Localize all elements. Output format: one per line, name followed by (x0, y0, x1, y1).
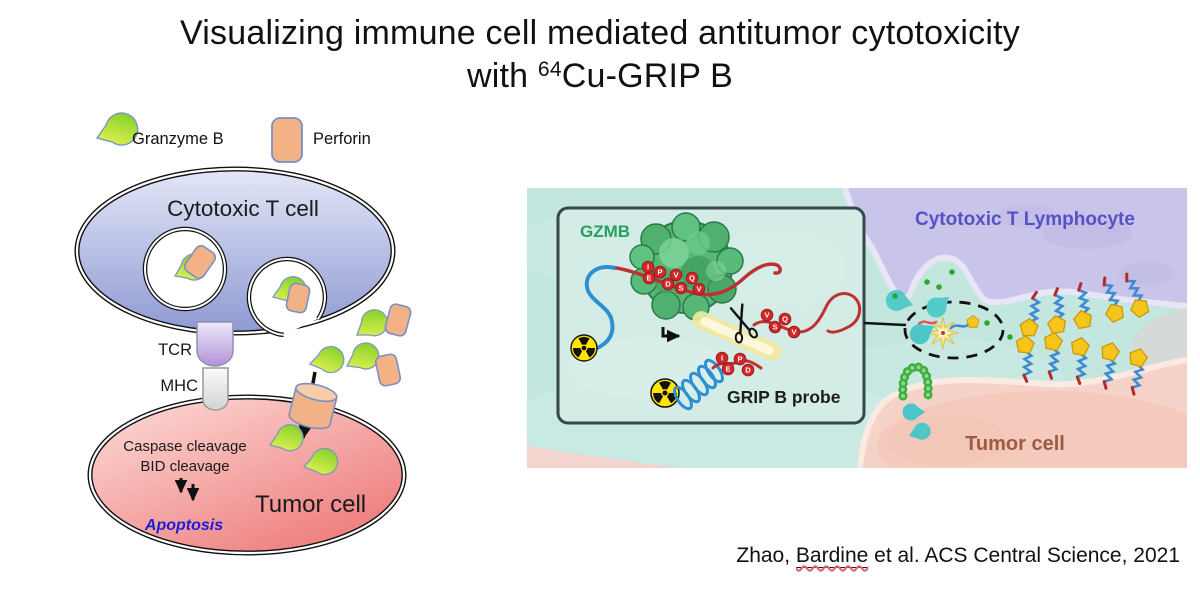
svg-text:S: S (678, 284, 683, 293)
cleavage-glow (692, 311, 782, 361)
svg-text:E: E (725, 365, 730, 374)
ctl-label: Cytotoxic T Lymphocyte (915, 209, 1135, 230)
apoptosis-label: Apoptosis (144, 517, 223, 534)
ctl-membrane (842, 188, 1187, 309)
svg-text:P: P (737, 355, 742, 364)
legend: Granzyme B Perforin (90, 107, 371, 163)
svg-text:D: D (745, 366, 751, 375)
left-mechanism-panel: Granzyme B Perforin Cytotoxic T cell Cas… (74, 107, 412, 556)
tcr-molecule (196, 321, 234, 367)
reaction-arrow-icon (661, 327, 681, 343)
vsqv-residues: V S Q V (760, 308, 801, 339)
probe-coil (673, 358, 724, 411)
svg-text:I: I (647, 263, 649, 272)
perforin-icon (271, 117, 303, 163)
granzyme-dots (892, 269, 1013, 340)
stroma-shadow (1132, 308, 1187, 370)
granule-vesicle-closed (142, 226, 228, 312)
granule-vesicle-open (246, 256, 328, 338)
perforin-granule (374, 353, 402, 387)
tumor-cell-label: Tumor cell (255, 491, 366, 518)
svg-text:D: D (665, 280, 671, 289)
iepd-residues: I E P D (715, 351, 755, 377)
isotope-superscript: 64 (537, 58, 562, 82)
svg-text:V: V (764, 311, 769, 320)
svg-text:V: V (696, 285, 701, 294)
granzyme-b-granule (306, 343, 347, 378)
bid-cleavage-label: BID cleavage (140, 458, 229, 475)
gzmb-label: GZMB (580, 222, 630, 241)
svg-text:V: V (791, 328, 796, 337)
svg-text:E: E (646, 274, 651, 283)
svg-text:I: I (721, 354, 723, 363)
tumor-corner-wedge (527, 446, 682, 468)
perforin-pore-green (898, 362, 933, 401)
gzmb-enzyme (629, 212, 744, 321)
secreted-granzyme (883, 269, 1013, 340)
scissors-icon (729, 303, 758, 344)
radioactive-icon (570, 334, 598, 362)
perforin-granule (285, 282, 311, 314)
svg-text:S: S (772, 323, 777, 332)
ctl-cell: Cytotoxic T Lymphocyte (842, 188, 1187, 309)
tumor-cell: Caspase cleavage BID cleavage Apoptosis … (87, 394, 407, 556)
cleaved-red-fragment (917, 320, 938, 326)
zoom-region-ellipse (903, 300, 1005, 360)
figure-title: Visualizing immune cell mediated antitum… (0, 12, 1200, 98)
t-cell-label: Cytotoxic T cell (167, 196, 319, 221)
mhc-label: MHC (160, 377, 198, 395)
legend-granzyme-label: Granzyme B (132, 130, 224, 148)
probe-mechanism-inset: GZMB I E P D V (556, 206, 866, 425)
perforin-pore (288, 371, 338, 440)
tcr-mhc-junction: TCR MHC (158, 321, 234, 411)
citation: Zhao, Bardine et al. ACS Central Science… (736, 544, 1180, 568)
perforin-granule (384, 303, 412, 337)
svg-text:Q: Q (689, 274, 695, 283)
svg-text:Q: Q (782, 315, 788, 324)
mhc-molecule (202, 367, 229, 411)
tcr-label: TCR (158, 341, 192, 359)
cytotoxic-t-cell: Cytotoxic T cell (74, 166, 396, 338)
released-granules (264, 303, 412, 481)
svg-text:P: P (657, 268, 662, 277)
perforin-granule (183, 244, 217, 280)
right-probe-panel: Cytotoxic T Lymphocyte Tumor cell GZMB (527, 188, 1187, 468)
inset-connector-line (863, 321, 907, 327)
tumor-cell-label-right: Tumor cell (965, 433, 1065, 455)
svg-text:V: V (673, 271, 678, 280)
cleaved-blue-fragment (949, 322, 971, 330)
cleavage-sequence-residues: I E P D V S Q V (641, 260, 706, 296)
caspase-cleavage-label: Caspase cleavage (123, 438, 246, 455)
citation-author-underlined: Bardine (795, 544, 869, 568)
grip-b-probe-label: GRIP B probe (727, 387, 841, 407)
synapse-cleavage-event (906, 315, 980, 350)
title-line2: with 64Cu-GRIP B (466, 56, 733, 95)
legend-perforin-label: Perforin (313, 130, 371, 148)
title-line1: Visualizing immune cell mediated antitum… (180, 14, 1020, 52)
